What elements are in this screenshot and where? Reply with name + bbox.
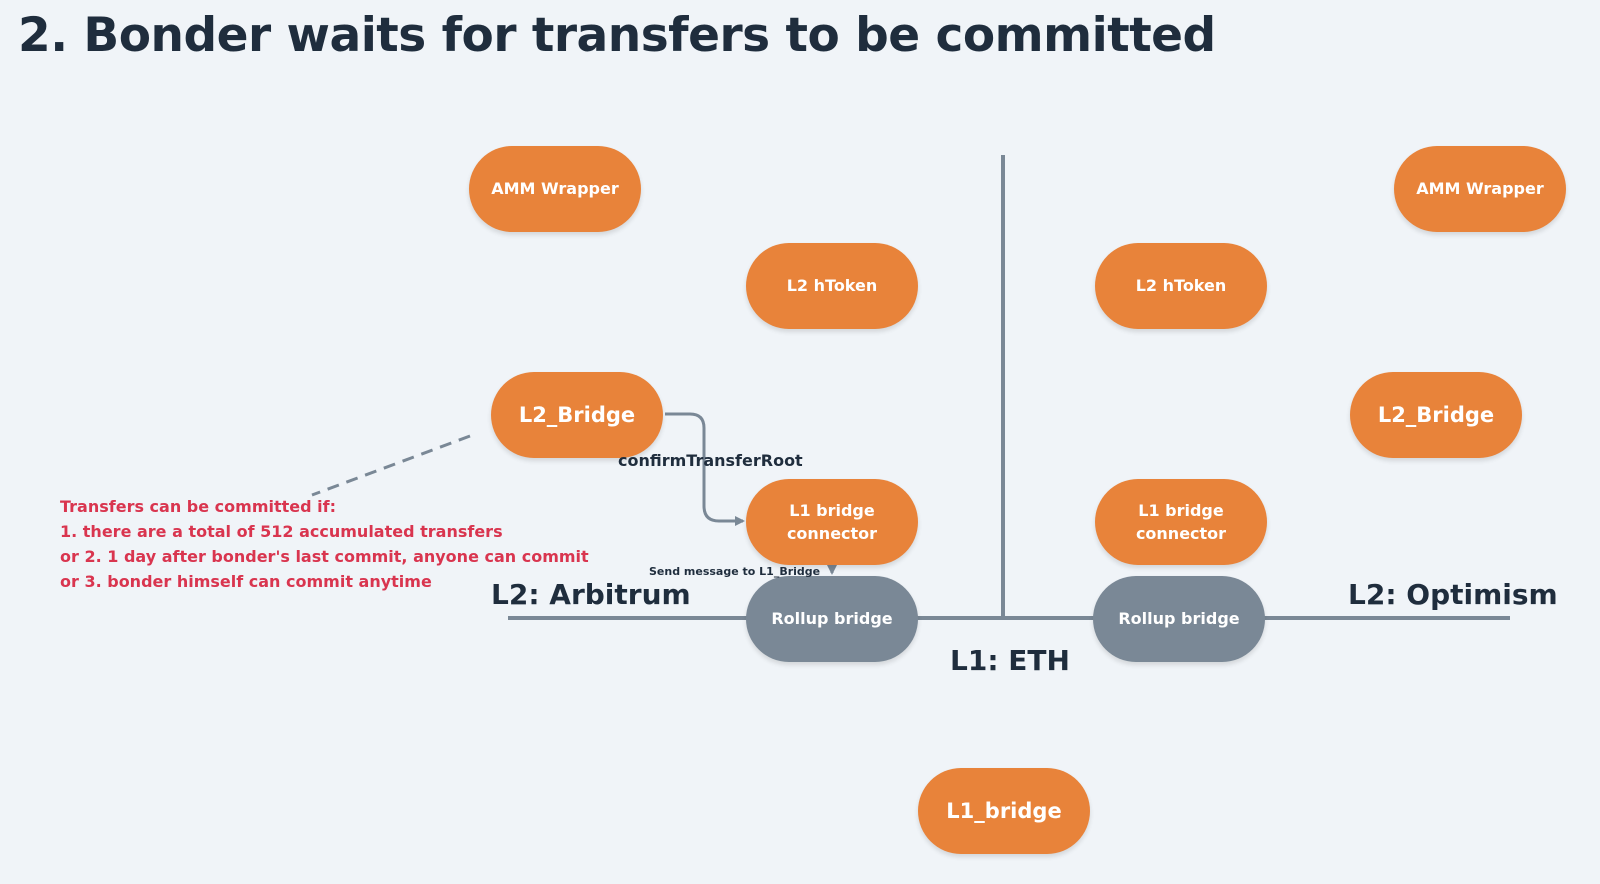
send-message-label: Send message to L1_Bridge: [649, 565, 821, 578]
right-l2-htoken-node: L2 hToken: [1095, 243, 1267, 329]
left-l1-bridge-connector-label-line2: connector: [786, 524, 878, 543]
left-l1-bridge-connector-node: L1 bridge connector: [746, 479, 918, 565]
left-amm-wrapper-label: AMM Wrapper: [491, 179, 619, 199]
left-rollup-bridge-label: Rollup bridge: [771, 609, 893, 629]
right-l1-bridge-connector-node: L1 bridge connector: [1095, 479, 1267, 565]
region-label-eth: L1: ETH: [950, 644, 1070, 677]
l1-bridge-label: L1_bridge: [946, 798, 1062, 823]
region-label-arbitrum: L2: Arbitrum: [491, 578, 691, 611]
right-l1-bridge-connector-label-line2: connector: [1135, 524, 1227, 543]
note-line: Transfers can be committed if:: [60, 497, 336, 516]
right-l2-bridge-label: L2_Bridge: [1377, 402, 1495, 427]
left-l2-bridge-node: L2_Bridge: [491, 372, 663, 458]
left-rollup-bridge-node: Rollup bridge: [746, 576, 918, 662]
left-l1-bridge-connector-label-line1: L1 bridge: [789, 500, 875, 520]
confirm-transfer-root-arrow: [665, 412, 745, 526]
page-title: 2. Bonder waits for transfers to be comm…: [18, 8, 1216, 63]
right-amm-wrapper-node: AMM Wrapper: [1394, 146, 1566, 232]
region-label-optimism: L2: Optimism: [1348, 578, 1558, 611]
right-rollup-bridge-node: Rollup bridge: [1093, 576, 1265, 662]
confirm-transfer-root-label: confirmTransferRoot: [618, 451, 803, 470]
note-line: 1. there are a total of 512 accumulated …: [60, 522, 503, 541]
right-rollup-bridge-label: Rollup bridge: [1118, 609, 1240, 629]
right-l2-htoken-label: L2 hToken: [1135, 276, 1227, 296]
note-line: or 3. bonder himself can commit anytime: [60, 572, 432, 591]
left-l2-bridge-label: L2_Bridge: [518, 402, 636, 427]
left-amm-wrapper-node: AMM Wrapper: [469, 146, 641, 232]
l1-bridge-node: L1_bridge: [918, 768, 1090, 854]
note-dashed-line: [311, 434, 471, 497]
note-line: or 2. 1 day after bonder's last commit, …: [60, 547, 589, 566]
right-amm-wrapper-label: AMM Wrapper: [1416, 179, 1544, 199]
left-l2-htoken-node: L2 hToken: [746, 243, 918, 329]
right-l2-bridge-node: L2_Bridge: [1350, 372, 1522, 458]
right-l1-bridge-connector-label-line1: L1 bridge: [1138, 500, 1224, 520]
left-l2-htoken-label: L2 hToken: [786, 276, 878, 296]
commit-conditions-note: Transfers can be committed if: 1. there …: [60, 494, 589, 594]
